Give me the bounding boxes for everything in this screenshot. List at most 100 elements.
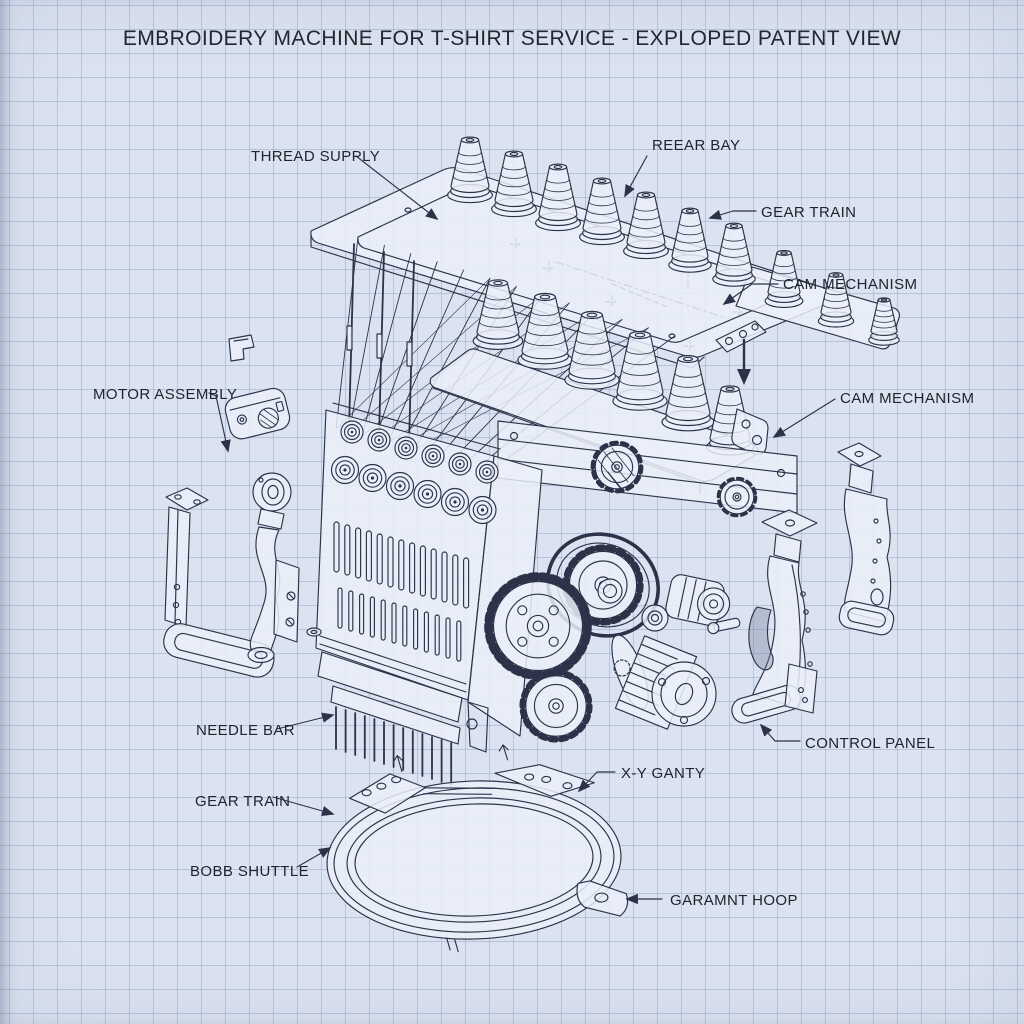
guide-slot xyxy=(398,539,405,591)
thread-cone xyxy=(868,297,900,346)
guide-slot xyxy=(380,599,386,641)
thread-cone xyxy=(661,355,715,432)
guide-slot xyxy=(391,602,397,644)
gear xyxy=(484,572,592,680)
tension-disc xyxy=(448,452,472,476)
tension-discs xyxy=(330,420,499,525)
thread-wire xyxy=(348,244,385,433)
guide-slot xyxy=(344,524,351,576)
guide-slot xyxy=(355,527,362,579)
guide-slot xyxy=(441,551,448,603)
thread-cone xyxy=(491,150,537,218)
tension-disc xyxy=(385,471,415,501)
label-needle-bar: NEEDLE BAR xyxy=(196,722,295,739)
hoop-bracket-left xyxy=(349,773,427,814)
label-garment-hoop: GARAMNT HOOP xyxy=(670,892,798,909)
thread-cone xyxy=(447,136,493,204)
thread-cone xyxy=(472,279,524,350)
guide-slot xyxy=(423,611,429,653)
thread-cone xyxy=(623,191,669,260)
hoop-tab xyxy=(576,880,629,917)
tension-disc xyxy=(413,479,442,509)
label-gear-train-rear: GEAR TRAIN xyxy=(761,204,856,221)
needle-bar-strip xyxy=(330,685,461,745)
thread-cone xyxy=(712,222,756,287)
label-gear-train-front: GEAR TRAIN xyxy=(195,793,290,810)
tension-disc xyxy=(340,420,364,444)
guide-slot xyxy=(376,533,383,585)
thread-wire xyxy=(400,277,491,447)
guide-slot xyxy=(434,614,440,656)
thread-cone xyxy=(612,330,668,411)
part-labels: THREAD SUPPLY REEAR BAY GEAR TRAIN CAM M… xyxy=(93,137,974,909)
tension-disc xyxy=(330,455,360,485)
thread-wire xyxy=(361,253,412,437)
gear xyxy=(716,476,758,518)
page-title: EMBROIDERY MACHINE FOR T-SHIRT SERVICE -… xyxy=(122,27,902,50)
thread-cone xyxy=(535,163,581,232)
rack-support-rods xyxy=(346,243,415,445)
leader-lines xyxy=(208,155,836,905)
tension-disc xyxy=(367,428,391,452)
label-thread-supply: THREAD SUPPLY xyxy=(251,148,380,165)
guide-slot xyxy=(348,590,354,632)
label-cam-mechanism-2: CAM MECHANISM xyxy=(840,390,974,407)
leader-cam-mechanism-1 xyxy=(722,283,779,306)
thread-wire xyxy=(374,261,438,440)
garment-hoop xyxy=(326,744,629,953)
leader-cam-mechanism-2 xyxy=(772,398,836,438)
guide-slot xyxy=(333,521,340,573)
guide-slot xyxy=(359,593,365,635)
rear-bay-cones xyxy=(447,136,900,346)
leader-needle-bar xyxy=(276,712,335,730)
thread-wire xyxy=(335,277,491,430)
guide-slot xyxy=(456,620,462,662)
guide-slot xyxy=(445,617,451,659)
gear-cluster xyxy=(484,440,758,743)
guide-slot xyxy=(337,587,343,629)
label-motor-assembly: MOTOR ASSEMBLY xyxy=(93,386,237,403)
leader-control-panel xyxy=(759,723,801,742)
motor-main xyxy=(611,634,717,730)
tension-disc xyxy=(421,444,445,468)
label-xy-gantry: X-Y GANTY xyxy=(621,765,705,782)
guide-slot xyxy=(409,542,416,594)
label-rear-bay: REEAR BAY xyxy=(652,137,740,154)
guide-slot xyxy=(430,548,437,600)
thread-cone xyxy=(764,250,804,308)
guide-slot xyxy=(413,608,419,650)
tension-disc xyxy=(468,495,497,525)
needle-guide-slots xyxy=(333,521,470,662)
shaft-pin xyxy=(707,617,741,635)
thread-cone xyxy=(517,292,573,370)
leader-rear-bay xyxy=(624,155,648,198)
guide-slot xyxy=(452,554,459,606)
gear xyxy=(519,669,593,743)
motor-small xyxy=(665,574,731,626)
label-bobb-shuttle: BOBB SHUTTLE xyxy=(190,863,309,880)
leader-gear-train-rear xyxy=(708,209,757,220)
leader-thread-supply xyxy=(355,155,439,221)
guide-slot xyxy=(365,530,372,582)
leader-xy-gantry xyxy=(577,771,616,793)
thread-cone xyxy=(817,272,855,328)
guide-slot xyxy=(402,605,408,647)
tension-disc xyxy=(394,436,418,460)
thread-cone xyxy=(564,310,620,390)
leader-bobb-shuttle xyxy=(296,847,332,868)
guide-slot xyxy=(463,557,470,609)
tension-disc xyxy=(358,463,387,493)
motor-block xyxy=(224,387,291,440)
guide-slot xyxy=(369,596,375,638)
exploded-direction-arrow xyxy=(737,369,751,385)
leader-gear-train-front xyxy=(272,796,335,817)
cam-link-plate xyxy=(715,320,767,385)
leader-motor-assembly xyxy=(208,392,231,453)
rear-support-arm xyxy=(837,442,895,636)
left-curved-arm xyxy=(247,472,300,664)
guide-slot xyxy=(387,536,394,588)
control-panel-arm xyxy=(731,509,818,724)
guide-slot xyxy=(419,545,426,597)
